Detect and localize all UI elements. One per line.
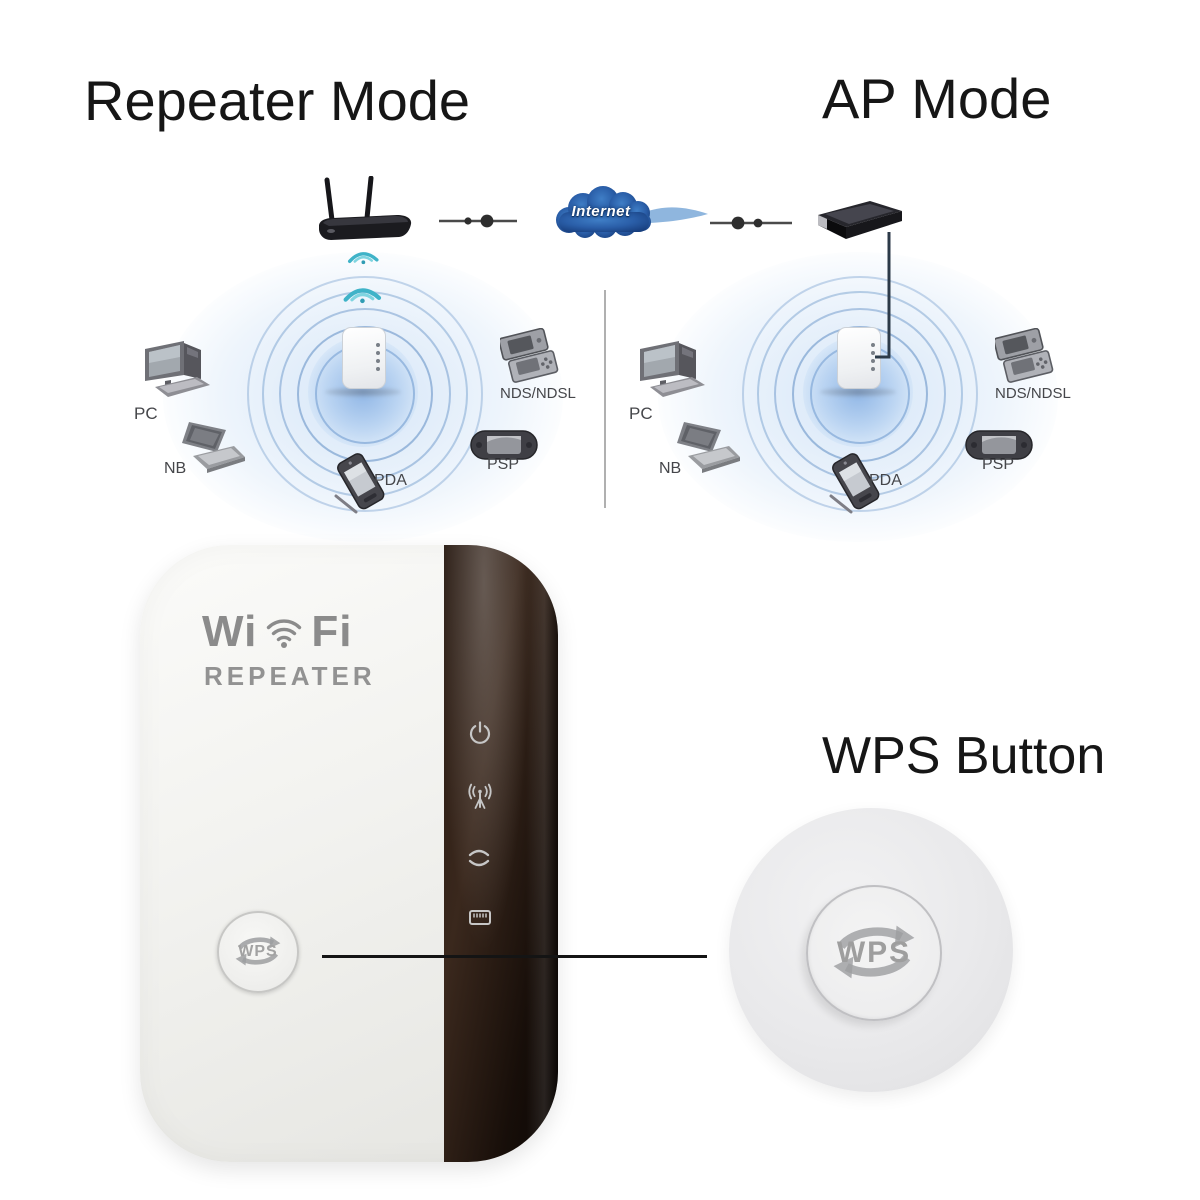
connection-dots-right-icon	[710, 216, 792, 230]
pc-label: PC	[629, 404, 653, 423]
product-photo: Wi Fi REPEATER WPS	[140, 545, 558, 1162]
nds-label: NDS/NDSL	[995, 385, 1071, 402]
wifi-signal-icon	[343, 288, 382, 304]
nds-label: NDS/NDSL	[500, 385, 576, 402]
ap-router-icon	[818, 201, 902, 239]
repeater-mode-title: Repeater Mode	[84, 69, 471, 132]
sync-arrows-icon	[833, 925, 915, 979]
ap-cable	[875, 232, 891, 359]
power-icon	[469, 721, 491, 744]
repeater-logo-text: REPEATER	[204, 661, 376, 691]
wifi-logo: Wi Fi	[202, 607, 352, 657]
repeater-device-icon	[837, 327, 881, 389]
wifi-logo-wi: Wi	[202, 607, 258, 656]
internet-label: Internet	[571, 203, 631, 220]
ap-mode-title: AP Mode	[822, 67, 1052, 130]
wifi-logo-fi: Fi	[311, 607, 353, 656]
pc-label: PC	[134, 404, 158, 423]
pda-label: PDA	[374, 472, 407, 489]
pc-icon	[640, 341, 705, 397]
cloud-icon	[556, 186, 708, 238]
psp-icon	[965, 430, 1033, 460]
nds-icon	[500, 328, 559, 383]
psp-label: PSP	[982, 456, 1015, 473]
repeater-shadow	[820, 387, 896, 397]
panel-gloss	[444, 545, 558, 1162]
range-arcs-icon	[468, 849, 490, 867]
nb-label: NB	[659, 460, 682, 477]
coverage-ring	[247, 276, 483, 512]
wps-button-label: WPS	[238, 943, 278, 960]
notebook-icon	[182, 422, 245, 473]
connection-dots-left-icon	[439, 214, 517, 228]
wps-zoom-circle: WPS	[729, 808, 1013, 1092]
nb-label: NB	[164, 460, 187, 477]
led-dots	[871, 343, 875, 347]
wps-button: WPS	[217, 911, 299, 993]
repeater-mode-group: PC NB PDA	[0, 0, 705, 560]
wifi-arcs-icon	[267, 619, 302, 648]
antenna-signal-icon	[468, 783, 492, 809]
ethernet-port-icon	[469, 910, 491, 925]
nds-icon	[995, 328, 1054, 383]
pda-label: PDA	[869, 472, 902, 489]
wps-zoom-button: WPS	[806, 885, 942, 1021]
repeater-device-icon	[342, 327, 386, 389]
coverage-ring	[742, 276, 978, 512]
sync-arrows-icon	[235, 936, 281, 966]
callout-line	[322, 955, 707, 958]
device-dark-panel	[444, 545, 558, 1162]
router-icon	[319, 176, 412, 240]
wifi-signal-icon	[347, 252, 379, 265]
notebook-icon	[677, 422, 740, 473]
repeater-shadow	[325, 387, 401, 397]
pc-icon	[145, 341, 210, 397]
led-dots	[376, 343, 380, 347]
psp-label: PSP	[487, 456, 520, 473]
pda-icon	[334, 453, 385, 514]
pda-icon	[829, 453, 880, 514]
wps-zoom-button-label: WPS	[836, 936, 912, 969]
mode-divider	[604, 290, 606, 508]
internet-cloud: Internet	[545, 186, 713, 242]
psp-icon	[470, 430, 538, 460]
ap-mode-group: PC NB PDA	[495, 0, 1200, 560]
wps-callout-title: WPS Button	[822, 727, 1106, 785]
